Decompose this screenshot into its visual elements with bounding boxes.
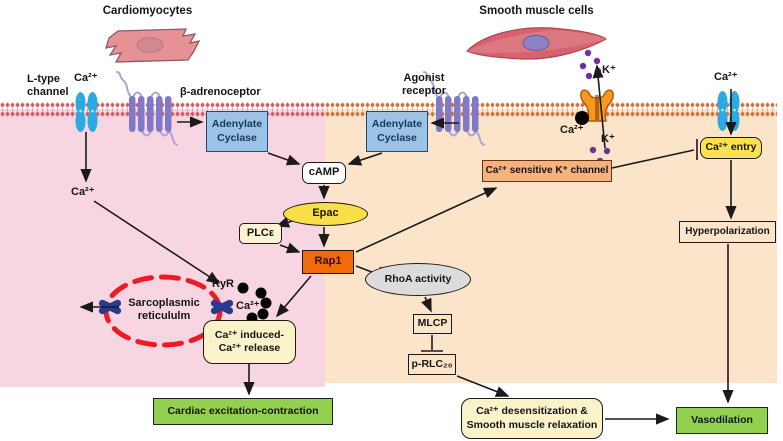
cardiomyocyte-cell-illustration: [105, 28, 201, 63]
node-ca-entry: Ca²⁺ entry: [700, 137, 762, 159]
node-camp: cAMP: [302, 162, 346, 184]
node-adenylate-cyclase-right: Adenylate Cyclase: [366, 111, 428, 152]
smooth-muscle-cell-illustration: [465, 27, 608, 60]
label-ryr: RyR: [212, 278, 235, 290]
node-ca-sensitive-k-channel: Ca²⁺ sensitive K⁺ channel: [482, 160, 612, 182]
node-cardiac-excitation-contraction: Cardiac excitation-contraction: [153, 398, 333, 425]
label-ca-at-k-channel: Ca²⁺: [560, 124, 584, 136]
node-p-rlc20: p-RLC₂₀: [408, 354, 456, 375]
label-beta-adrenoceptor: β-adrenoceptor: [180, 86, 261, 98]
label-sarcoplasmic-reticulum: Sarcoplasmic reticululm: [128, 297, 200, 323]
node-rhoa-activity: RhoA activity: [365, 263, 471, 296]
label-ca-intracellular: Ca²⁺: [71, 186, 95, 198]
node-rap1: Rap1: [302, 250, 354, 274]
node-ca-desensitization: Ca²⁺ desensitization & Smooth muscle rel…: [461, 398, 603, 439]
label-k-intracellular: K⁺: [601, 133, 615, 145]
node-epac: Epac: [283, 202, 368, 226]
node-vasodilation: Vasodilation: [676, 407, 768, 434]
title-smooth-muscle-cells: Smooth muscle cells: [479, 5, 594, 17]
node-adenylate-cyclase-left: Adenylate Cyclase: [206, 111, 268, 152]
node-plc-epsilon: PLCε: [239, 223, 282, 244]
label-ca-released: Ca²⁺: [236, 300, 260, 312]
node-mlcp: MLCP: [413, 314, 452, 334]
title-cardiomyocytes: Cardiomyocytes: [102, 5, 193, 17]
label-ca-l-type: Ca²⁺: [74, 72, 98, 84]
plasma-membrane-left: [0, 102, 325, 117]
node-hyperpolarization: Hyperpolarization: [679, 221, 776, 243]
label-k-extracellular: K⁺: [602, 64, 616, 76]
label-ca-extracellular-right: Ca²⁺: [714, 71, 738, 83]
label-agonist-receptor: Agonist receptor: [401, 72, 447, 98]
node-cicr: Ca²⁺ induced- Ca²⁺ release: [203, 320, 296, 364]
label-l-type-channel: L-type channel: [27, 73, 69, 99]
